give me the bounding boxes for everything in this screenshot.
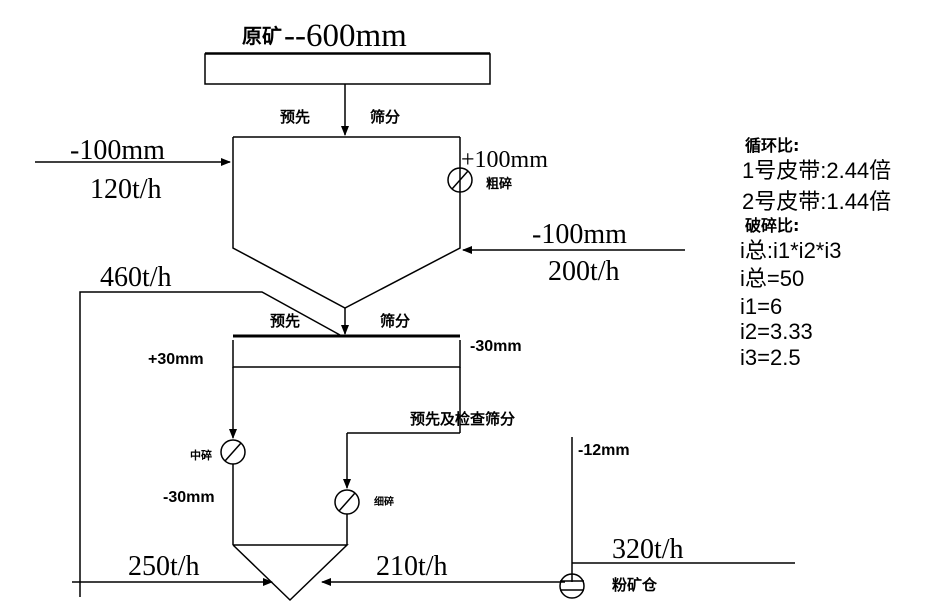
bottom-right-rate: 210t/h [376,551,448,582]
medium-crusher-slash [224,442,242,462]
fine-crusher-slash [338,492,356,512]
powder-bin-symbol [559,573,585,599]
stage1-screen-right: 筛分 [370,108,401,126]
ore-label: 原矿 [242,24,282,48]
ratio-i1: i1=6 [740,294,783,319]
powder-bin-label: 粉矿仓 [612,576,658,594]
coarse-crush-label: 粗碎 [486,177,513,192]
undersize-label: -30mm [470,338,522,355]
stage1-screen-left: 预先 [280,108,311,126]
ratio-total: i总=50 [740,266,805,291]
return-rate: 200t/h [548,256,620,287]
stage2-screen-right: 筛分 [380,312,411,330]
belt2-ratio: 2号皮带:1.44倍 [742,189,892,214]
circ-ratio-title: 循环比: [745,136,800,155]
second-screen-box [232,340,461,368]
product-rate: 320t/h [612,534,684,565]
coarse-oversize: +100mm [461,147,548,173]
first-screen-hopper [232,137,461,309]
ratio-i2: i2=3.33 [740,319,813,344]
coarse-crusher-slash [451,170,469,190]
coarse-crusher-symbol [447,167,473,193]
medium-out-label: -30mm [163,489,215,506]
oversize-label: +30mm [148,351,204,368]
medium-crush-label: 中碎 [190,449,212,462]
feed-size: -100mm [70,135,165,166]
feed-rate: 120t/h [90,174,162,205]
bottom-hopper [232,544,349,602]
fine-crush-label: 细碎 [374,497,394,508]
belt1-ratio: 1号皮带:2.44倍 [742,158,892,183]
ore-feed-bin [204,53,491,85]
ratio-formula: i总:i1*i2*i3 [740,238,842,263]
return-size: -100mm [532,219,627,250]
stage2-screen-left: 预先 [270,312,301,330]
recycle-460-line [79,291,341,597]
product-size: -12mm [578,442,630,459]
ratio-i3: i3=2.5 [740,345,801,370]
crush-ratio-title: 破碎比: [745,216,800,235]
bottom-left-rate: 250t/h [128,551,200,582]
check-screen-label: 预先及检查筛分 [410,410,516,428]
ore-size: --600mm [284,18,407,54]
recycle-rate: 460t/h [100,262,172,293]
